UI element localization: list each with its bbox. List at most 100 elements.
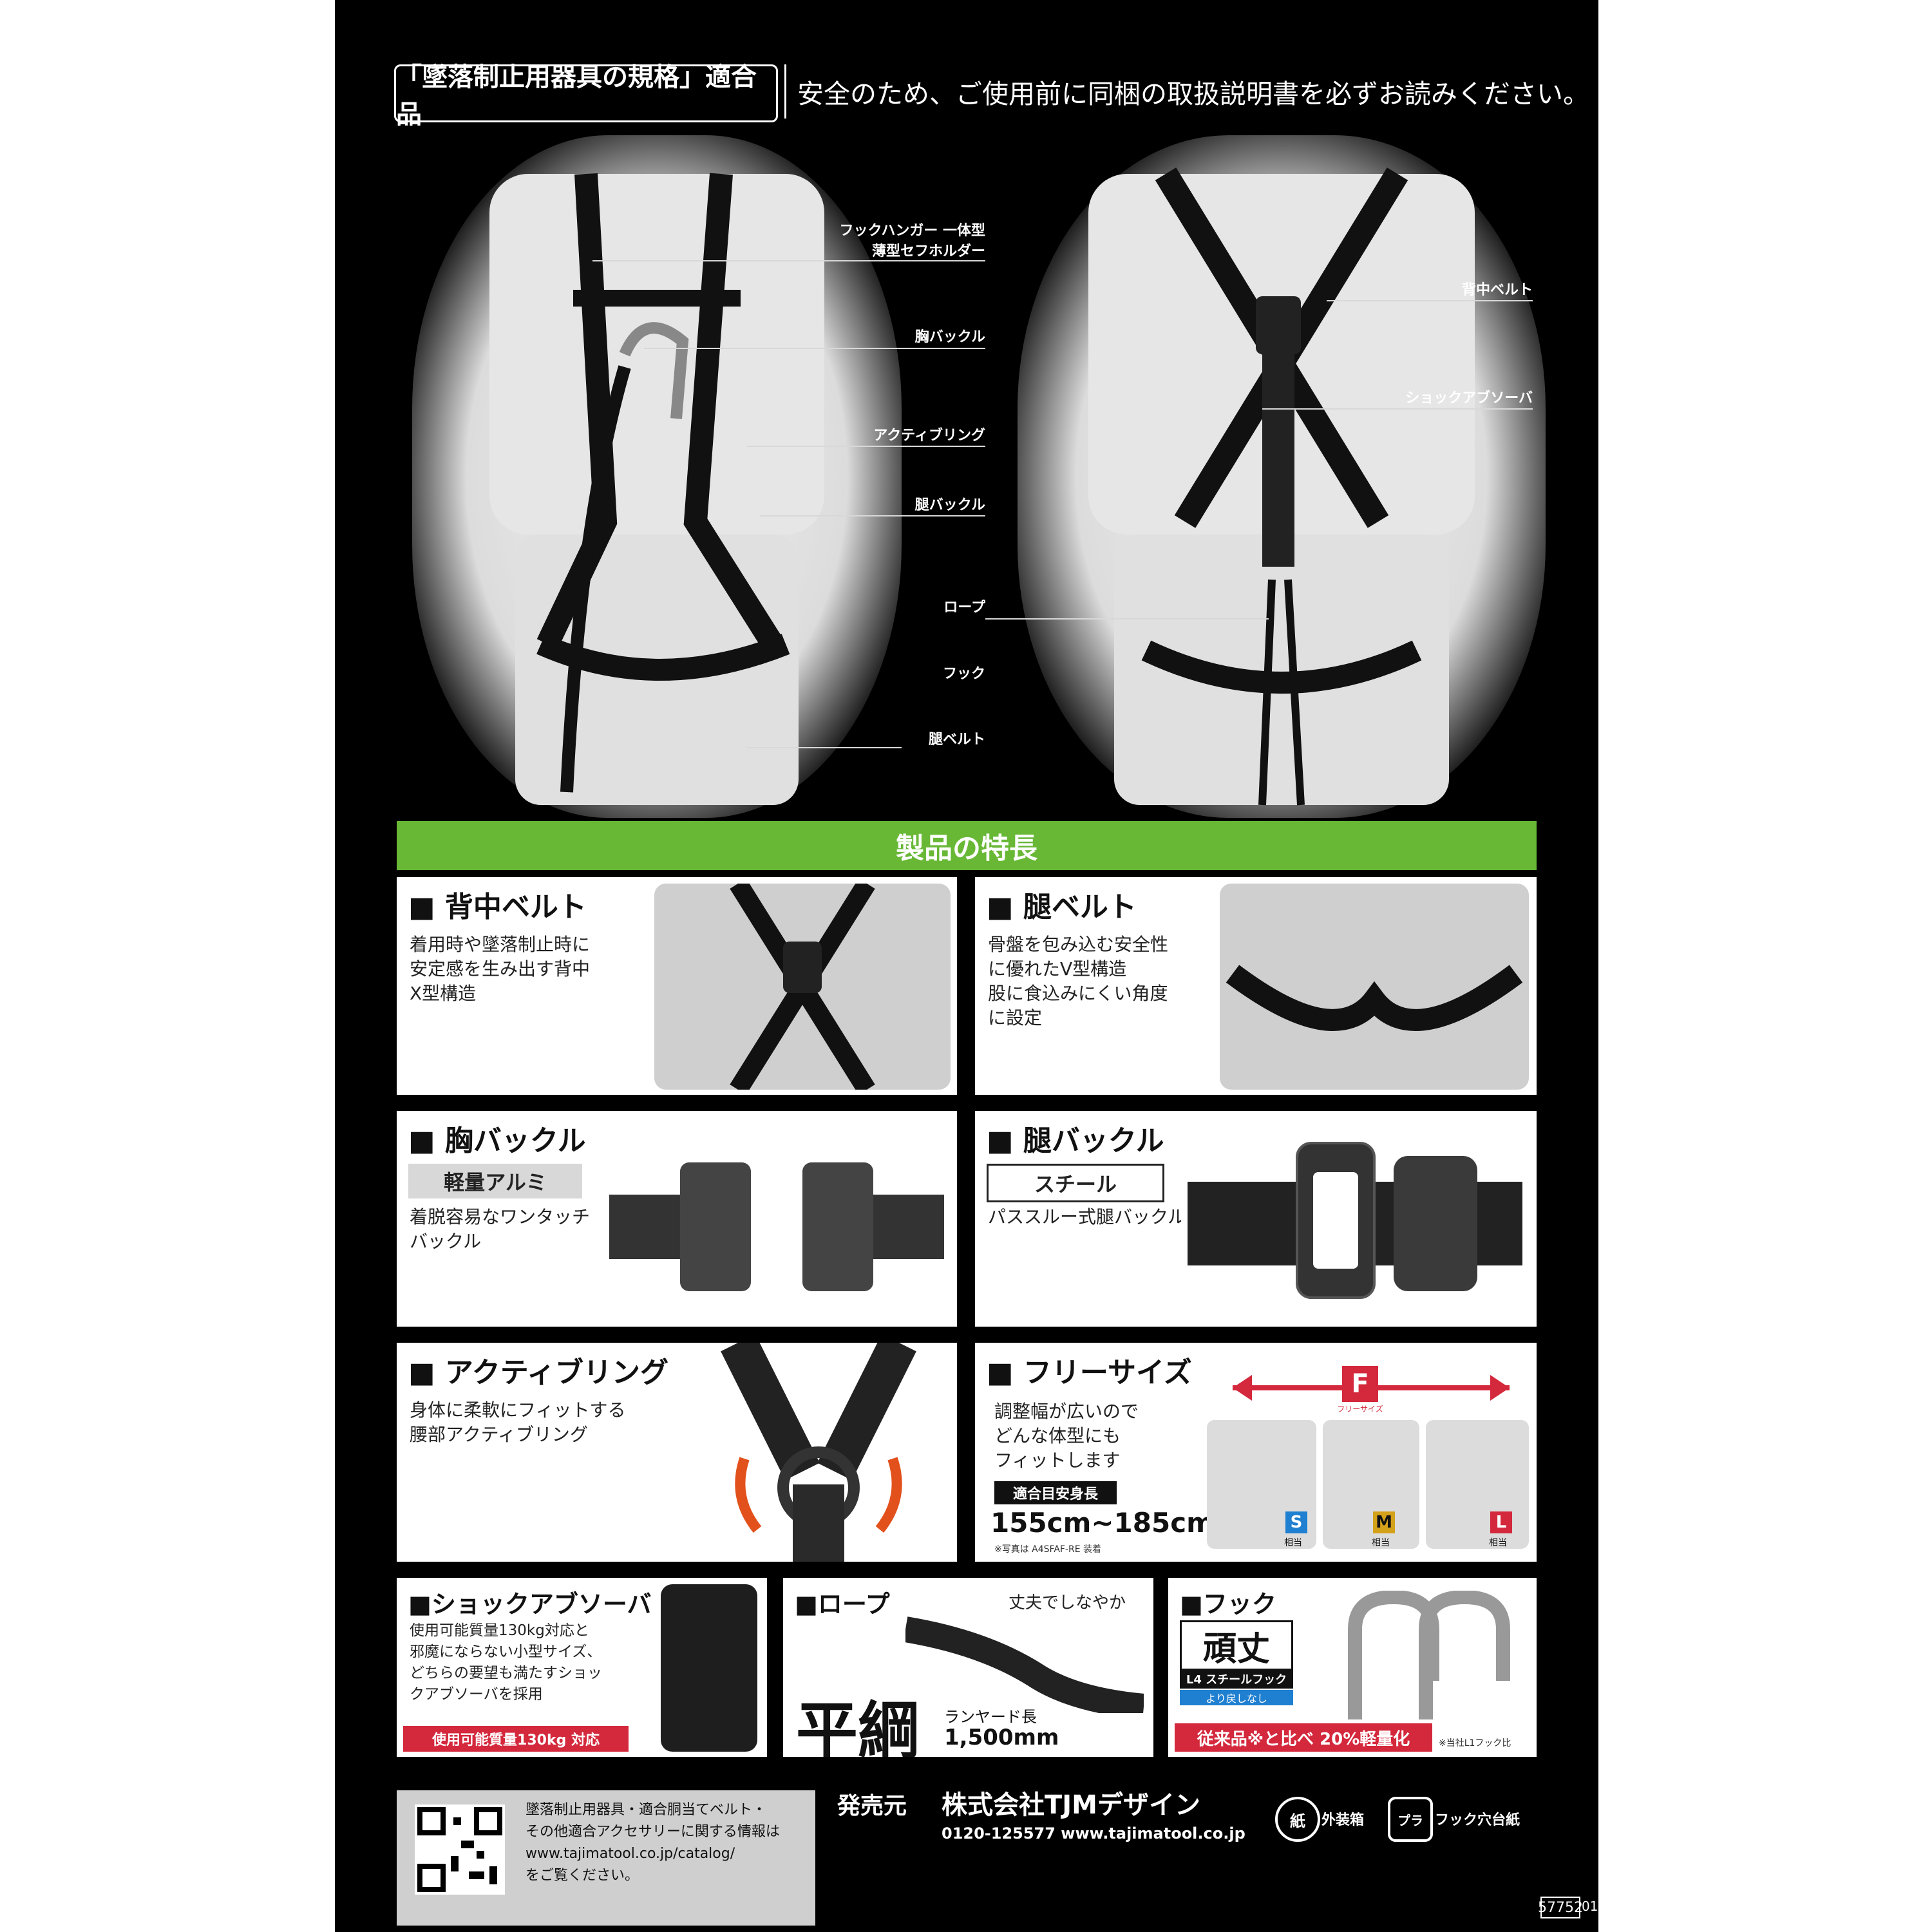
chest-buckle-photo bbox=[603, 1124, 951, 1317]
feature-card-shock-absorber: ■ショックアブソーバ 使用可能質量130kg対応と 邪魔にならない小型サイズ、 … bbox=[397, 1578, 767, 1757]
callout-line bbox=[747, 446, 985, 447]
product-code: 57752 bbox=[1538, 1897, 1583, 1918]
hook-note: ※当社L1フック比 bbox=[1439, 1738, 1511, 1748]
size-l-badge: L bbox=[1490, 1511, 1512, 1533]
callout-hook-hanger: フックハンガー 一体型薄型セフホルダー bbox=[839, 223, 985, 260]
card-title: ■ 腿バックル bbox=[987, 1124, 1164, 1157]
durability-badge: 頑丈 bbox=[1180, 1620, 1293, 1671]
front-harness-photo bbox=[412, 135, 902, 818]
company-name: 株式会社TJMデザイン bbox=[942, 1790, 1200, 1820]
feature-card-back-belt: ■ 背中ベルト 着用時や墜落制止時に 安定感を生み出す背中 X型構造 bbox=[397, 877, 957, 1095]
back-harness-photo bbox=[1018, 135, 1546, 818]
leg-belt-photo bbox=[1220, 884, 1529, 1090]
contact-info: 0120-125577 www.tajimatool.co.jp bbox=[942, 1824, 1245, 1842]
size-s-badge: S bbox=[1285, 1511, 1307, 1533]
feature-card-leg-buckle: ■ 腿バックル スチール パススルー式腿バックル bbox=[975, 1111, 1537, 1327]
card-title: ■ショックアブソーバ bbox=[408, 1590, 652, 1618]
callout-hook: フック bbox=[942, 666, 985, 682]
height-range: 155cm~185cm bbox=[990, 1507, 1215, 1539]
card-body: 着用時や墜落制止時に 安定感を生み出す背中 X型構造 bbox=[410, 934, 591, 1004]
hook-spec-sub: より戻しなし bbox=[1180, 1690, 1293, 1705]
lanyard-value: 1,500mm bbox=[944, 1725, 1059, 1750]
material-tag-aluminum: 軽量アルミ bbox=[408, 1164, 582, 1198]
rope-tagline: 丈夫でしなやか bbox=[1009, 1593, 1126, 1613]
size-l-model-photo bbox=[1426, 1420, 1529, 1549]
active-ring-photo bbox=[687, 1343, 951, 1562]
size-s-sub: 相当 bbox=[1284, 1538, 1302, 1548]
seller-label: 発売元 bbox=[837, 1793, 907, 1819]
rope-type: 平綱 bbox=[796, 1695, 920, 1757]
callout-line bbox=[985, 618, 1269, 620]
card-title: ■ アクティブリング bbox=[408, 1356, 669, 1389]
feature-card-chest-buckle: ■ 胸バックル 軽量アルミ 着脱容易なワンタッチ バックル bbox=[397, 1111, 957, 1327]
callout-rope: ロープ bbox=[943, 600, 985, 616]
qr-code[interactable] bbox=[415, 1804, 505, 1895]
weight-reduction-strip: 従来品※と比べ 20%軽量化 bbox=[1175, 1723, 1432, 1752]
size-m-sub: 相当 bbox=[1372, 1538, 1390, 1548]
card-title: ■ロープ bbox=[795, 1590, 890, 1618]
chest-buckle-illustration bbox=[609, 1162, 944, 1291]
card-body: 身体に柔軟にフィットする 腰部アクティブリング bbox=[410, 1399, 626, 1445]
feature-card-active-ring: ■ アクティブリング 身体に柔軟にフィットする 腰部アクティブリング bbox=[397, 1343, 957, 1562]
paper-recycle-icon: 紙 bbox=[1275, 1797, 1320, 1842]
feature-card-hook: ■フック 頑丈 L4 スチールフック より戻しなし 従来品※と比べ 20%軽量化… bbox=[1168, 1578, 1537, 1757]
callout-back-belt: 背中ベルト bbox=[1461, 282, 1533, 298]
recycle-label-card: フック穴台紙 bbox=[1435, 1812, 1520, 1828]
shock-absorber-photo bbox=[661, 1584, 757, 1752]
callout-line bbox=[747, 747, 902, 748]
callout-leg-belt: 腿ベルト bbox=[928, 732, 985, 748]
height-label: 適合目安身長 bbox=[994, 1481, 1117, 1504]
features-banner: 製品の特長 bbox=[397, 821, 1537, 870]
size-m-badge: M bbox=[1373, 1511, 1395, 1533]
certification-badge: 「墜落制止用器具の規格」適合品 bbox=[394, 62, 778, 129]
card-body: 調整幅が広いので どんな体型にも フィットします bbox=[994, 1401, 1139, 1471]
card-body: 骨盤を包み込む安全性 に優れたV型構造 股に食込みにくい角度 に設定 bbox=[988, 934, 1169, 1028]
free-size-badge: F bbox=[1342, 1366, 1378, 1402]
back-belt-illustration bbox=[730, 878, 875, 1095]
callout-chest-buckle: 胸バックル bbox=[914, 329, 985, 345]
size-l-sub: 相当 bbox=[1489, 1538, 1507, 1548]
product-code-suffix: 01 bbox=[1582, 1899, 1598, 1914]
callout-line bbox=[644, 348, 985, 349]
photo-note: ※写真は A4SFAF-RE 装着 bbox=[994, 1544, 1102, 1555]
callout-line bbox=[760, 515, 985, 516]
callout-shock-absorber: ショックアブソーバ bbox=[1405, 390, 1533, 406]
plastic-recycle-icon: プラ bbox=[1388, 1797, 1433, 1842]
card-title: ■フック bbox=[1180, 1590, 1276, 1618]
card-title: ■ 腿ベルト bbox=[987, 891, 1137, 923]
rope-illustration bbox=[905, 1616, 1144, 1713]
callout-active-ring: アクティブリング bbox=[873, 428, 985, 444]
lanyard-label: ランヤード長 bbox=[944, 1708, 1037, 1726]
free-size-badge-sub: フリーサイズ bbox=[1337, 1405, 1383, 1414]
feature-card-free-size: ■ フリーサイズ 調整幅が広いので どんな体型にも フィットします 適合目安身長… bbox=[975, 1343, 1537, 1562]
front-harness-illustration bbox=[489, 173, 824, 805]
leg-belt-illustration bbox=[1226, 965, 1523, 1031]
feature-card-leg-belt: ■ 腿ベルト 骨盤を包み込む安全性 に優れたV型構造 股に食込みにくい角度 に設… bbox=[975, 877, 1537, 1095]
recycle-label-box: 外装箱 bbox=[1321, 1812, 1365, 1828]
catalog-info-box: 墜落制止用器具・適合胴当てベルト・ その他適合アクセサリーに関する情報は www… bbox=[397, 1790, 815, 1926]
card-body: 着脱容易なワンタッチ バックル bbox=[410, 1206, 591, 1252]
callout-line bbox=[1262, 408, 1533, 410]
hook-spec: L4 スチールフック bbox=[1180, 1669, 1293, 1689]
card-title: ■ フリーサイズ bbox=[987, 1356, 1192, 1389]
capacity-strip: 使用可能質量130kg 対応 bbox=[403, 1726, 629, 1752]
callout-leg-buckle: 腿バックル bbox=[914, 497, 985, 513]
callout-line bbox=[592, 260, 985, 261]
card-title: ■ 背中ベルト bbox=[408, 891, 587, 923]
card-body: パススルー式腿バックル bbox=[988, 1206, 1186, 1227]
leg-buckle-illustration bbox=[1188, 1142, 1522, 1299]
safety-warning: 安全のため、ご使用前に同梱の取扱説明書を必ずお読みください。 bbox=[797, 79, 1589, 109]
size-m-model-photo bbox=[1323, 1420, 1419, 1549]
active-ring-illustration bbox=[721, 1343, 916, 1562]
feature-card-rope: ■ロープ 丈夫でしなやか 平綱 ランヤード長 1,500mm bbox=[783, 1578, 1153, 1757]
card-title: ■ 胸バックル bbox=[408, 1124, 586, 1157]
callout-line bbox=[1327, 300, 1533, 301]
hook-illustration bbox=[1348, 1591, 1510, 1719]
back-harness-illustration bbox=[1088, 167, 1475, 806]
leg-buckle-photo bbox=[1181, 1124, 1529, 1317]
material-tag-steel: スチール bbox=[987, 1164, 1164, 1202]
catalog-info-text: 墜落制止用器具・適合胴当てベルト・ その他適合アクセサリーに関する情報は www… bbox=[526, 1802, 780, 1884]
card-body: 使用可能質量130kg対応と 邪魔にならない小型サイズ、 どちらの要望も満たすシ… bbox=[410, 1622, 602, 1703]
header-divider bbox=[784, 64, 786, 118]
back-belt-photo bbox=[654, 878, 951, 1095]
